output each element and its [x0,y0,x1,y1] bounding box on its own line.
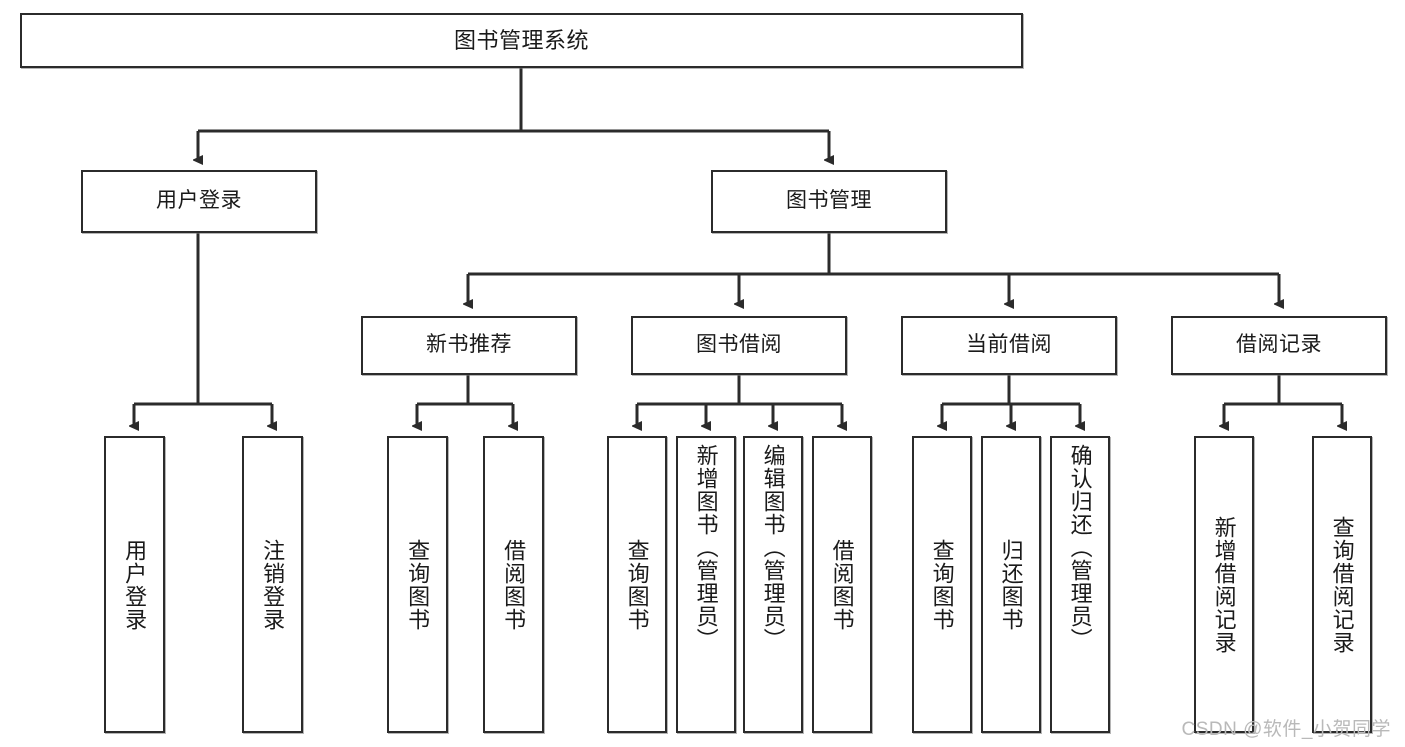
leaf-current-borrow-return-label: 归还图书 [998,538,1024,631]
leaf-borrow-record-add[interactable]: 新增借阅记录 [1194,436,1254,733]
node-book-borrow[interactable]: 图书借阅 [631,316,847,375]
leaf-user-login-login-label: 用户登录 [122,538,148,631]
node-book-management[interactable]: 图书管理 [711,170,947,233]
node-borrow-record[interactable]: 借阅记录 [1171,316,1387,375]
node-user-login[interactable]: 用户登录 [81,170,317,233]
leaf-current-borrow-confirm[interactable]: 确认归还（管理员） [1050,436,1110,733]
node-new-book-recommend-label: 新书推荐 [426,333,512,357]
leaf-user-login-logout[interactable]: 注销登录 [242,436,303,733]
node-root-label: 图书管理系统 [453,27,589,53]
node-new-book-recommend[interactable]: 新书推荐 [361,316,577,375]
leaf-book-borrow-add[interactable]: 新增图书（管理员） [676,436,736,733]
leaf-book-borrow-add-label: 新增图书（管理员） [693,444,719,651]
node-root[interactable]: 图书管理系统 [20,13,1023,68]
leaf-borrow-record-query-label: 查询借阅记录 [1329,515,1355,654]
leaf-new-book-borrow[interactable]: 借阅图书 [483,436,544,733]
leaf-current-borrow-query-label: 查询图书 [929,538,955,631]
node-book-borrow-label: 图书借阅 [696,333,782,357]
node-book-management-label: 图书管理 [786,189,872,213]
leaf-book-borrow-borrow[interactable]: 借阅图书 [812,436,872,733]
leaf-new-book-query[interactable]: 查询图书 [387,436,448,733]
leaf-new-book-borrow-label: 借阅图书 [501,538,527,631]
leaf-borrow-record-add-label: 新增借阅记录 [1211,515,1237,654]
node-borrow-record-label: 借阅记录 [1236,333,1322,357]
leaf-current-borrow-confirm-label: 确认归还（管理员） [1067,444,1093,651]
node-current-borrow[interactable]: 当前借阅 [901,316,1117,375]
leaf-book-borrow-edit-label: 编辑图书（管理员） [760,444,786,651]
leaf-current-borrow-return[interactable]: 归还图书 [981,436,1041,733]
leaf-user-login-logout-label: 注销登录 [260,538,286,631]
leaf-current-borrow-query[interactable]: 查询图书 [912,436,972,733]
leaf-book-borrow-query-label: 查询图书 [624,538,650,631]
watermark: CSDN @软件_小贺同学 [1181,719,1391,740]
leaf-book-borrow-edit[interactable]: 编辑图书（管理员） [743,436,803,733]
leaf-new-book-query-label: 查询图书 [405,538,431,631]
leaf-book-borrow-query[interactable]: 查询图书 [607,436,667,733]
leaf-user-login-login[interactable]: 用户登录 [104,436,165,733]
leaf-book-borrow-borrow-label: 借阅图书 [829,538,855,631]
node-user-login-label: 用户登录 [156,189,242,213]
node-current-borrow-label: 当前借阅 [966,333,1052,357]
leaf-borrow-record-query[interactable]: 查询借阅记录 [1312,436,1372,733]
